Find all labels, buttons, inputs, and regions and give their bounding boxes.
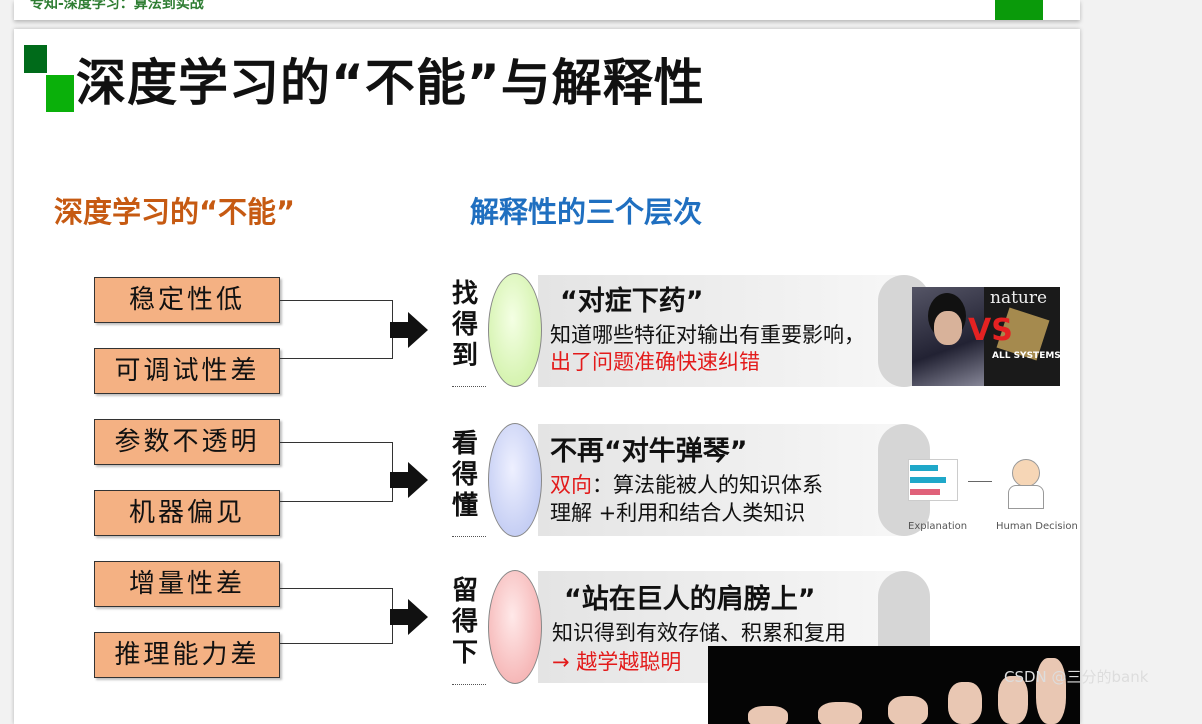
level-description: 理解 +利用和结合人类知识	[550, 501, 806, 525]
level-label-underline	[452, 386, 486, 387]
inability-box: 参数不透明	[94, 419, 280, 465]
inability-box: 机器偏见	[94, 490, 280, 536]
right-arrow-icon	[390, 599, 428, 635]
level-description: 知识得到有效存储、积累和复用	[552, 621, 846, 645]
previous-slide[interactable]: 专知-深度学习：算法到实战	[14, 0, 1080, 20]
level-description: 双向：算法能被人的知识体系	[550, 473, 823, 497]
connector-line	[280, 501, 392, 502]
level-oval	[488, 570, 542, 684]
level-label: 找 得 到	[451, 279, 478, 371]
level-band	[538, 275, 908, 387]
level-description-highlight: 双向	[550, 473, 592, 497]
level-heading: “对症下药”	[560, 286, 704, 317]
level-heading: 不再“对牛弹琴”	[550, 436, 748, 467]
explanation-figure: Explanation Human Decision	[902, 441, 1078, 541]
connector-line	[280, 442, 392, 443]
baby-evolution-image	[708, 646, 1080, 724]
level-oval	[488, 273, 542, 387]
inability-box: 增量性差	[94, 561, 280, 607]
level-label: 看 得 懂	[451, 429, 478, 521]
connector-line	[280, 588, 392, 589]
level-label-underline	[452, 684, 486, 685]
nature-logo: nature	[990, 288, 1048, 308]
connector-line	[280, 300, 392, 301]
previous-slide-accent	[995, 0, 1043, 20]
connector-line	[280, 643, 392, 644]
level-band	[538, 424, 908, 536]
level-description-highlight: 出了问题准确快速纠错	[550, 350, 760, 374]
slide[interactable]: 深度学习的“不能”与解释性 深度学习的“不能” 解释性的三个层次 稳定性低 可调…	[14, 29, 1080, 724]
connector-line	[280, 358, 392, 359]
level-heading: “站在巨人的肩膀上”	[564, 584, 816, 615]
level-oval	[488, 423, 542, 537]
explanation-caption: Explanation	[908, 521, 968, 532]
vs-label: VS	[968, 313, 1013, 348]
title-accent-square-light	[46, 75, 74, 112]
inability-box: 稳定性低	[94, 277, 280, 323]
inabilities-heading: 深度学习的“不能”	[54, 195, 296, 229]
human-decision-caption: Human Decision	[996, 521, 1078, 532]
inability-box: 可调试性差	[94, 348, 280, 394]
level-label: 留 得 下	[451, 576, 478, 668]
level-description-highlight: → 越学越聪明	[552, 650, 682, 674]
level-label-underline	[452, 536, 486, 537]
watermark: CSDN @三分的bank	[1004, 668, 1149, 686]
slide-title: 深度学习的“不能”与解释性	[76, 54, 705, 112]
cover-caption: ALL SYSTEMS GO	[992, 351, 1060, 361]
right-arrow-icon	[390, 462, 428, 498]
level-description: 知道哪些特征对输出有重要影响，	[550, 323, 865, 347]
title-accent-square-dark	[24, 45, 47, 73]
right-arrow-icon	[390, 312, 428, 348]
inability-box: 推理能力差	[94, 632, 280, 678]
interpretability-levels-heading: 解释性的三个层次	[470, 195, 703, 229]
previous-slide-title: 专知-深度学习：算法到实战	[30, 0, 204, 12]
alphago-vs-image: nature VS ALL SYSTEMS GO	[912, 287, 1060, 386]
